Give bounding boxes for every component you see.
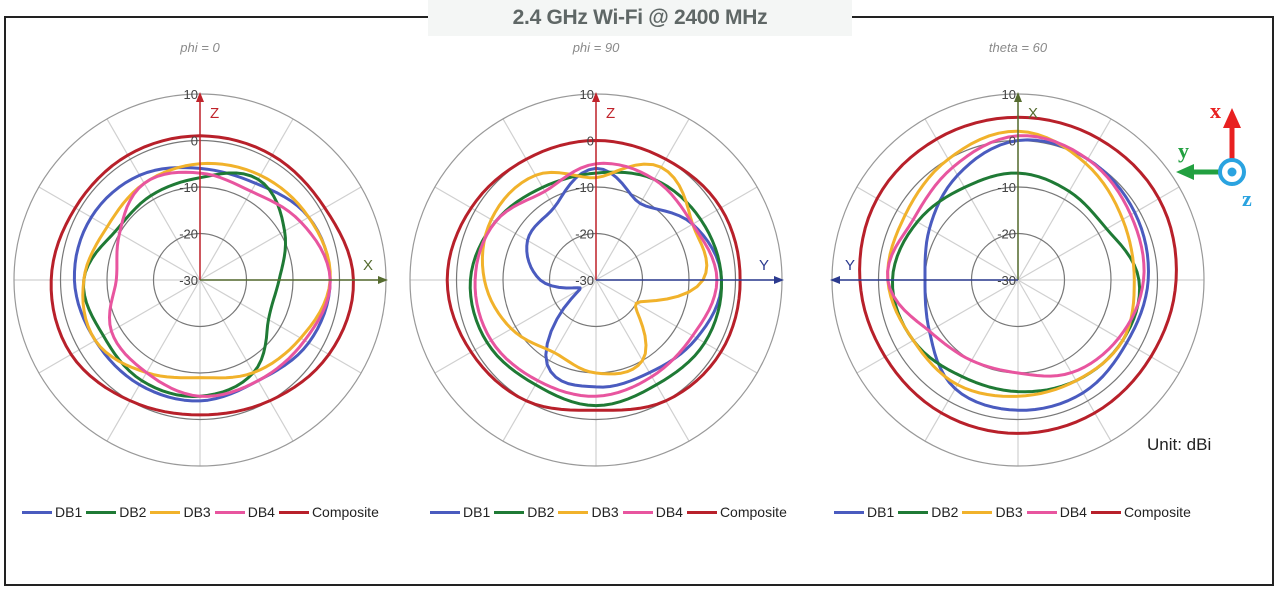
legend-swatch — [150, 510, 181, 514]
svg-text:z: z — [1242, 186, 1252, 208]
legend-swatch — [834, 510, 864, 514]
legend-label: DB4 — [1059, 504, 1087, 520]
legend-label: DB4 — [655, 504, 683, 520]
legend-label: DB2 — [119, 504, 147, 520]
legend-swatch — [430, 510, 460, 514]
legend-theta60: DB1 DB2 DB3 DB4 Composite — [834, 504, 1195, 520]
r-tick-label: 0 — [191, 134, 198, 149]
legend-item-composite: Composite — [1090, 504, 1191, 520]
series-db2 — [891, 171, 1142, 394]
legend-item-composite: Composite — [278, 504, 379, 520]
polar-chart-0: phi = 0 Z X -30 -20 -10 0 10 — [13, 40, 388, 467]
series-composite — [49, 134, 355, 417]
axis-label-side: Y — [759, 257, 769, 274]
series-db4 — [473, 161, 719, 398]
r-tick-label: -30 — [179, 273, 198, 288]
legend-item-db4: DB4 — [1026, 504, 1087, 520]
r-tick-label: 0 — [1009, 134, 1016, 149]
r-tick-label: -30 — [997, 273, 1016, 288]
legend-swatch — [622, 510, 653, 514]
legend-label: DB3 — [183, 504, 211, 520]
legend-label: DB1 — [867, 504, 895, 520]
axis-label-up: X — [1028, 105, 1038, 122]
legend-swatch — [1026, 510, 1057, 514]
chart-subtitle: phi = 90 — [572, 40, 620, 55]
legend-item-db1: DB1 — [834, 504, 894, 520]
series-db3 — [886, 129, 1136, 398]
r-tick-label: -30 — [575, 273, 594, 288]
axis-label-up: Z — [210, 105, 219, 122]
r-tick-label: -20 — [575, 227, 594, 242]
legend-label: DB4 — [247, 504, 275, 520]
series-db4 — [108, 170, 332, 398]
series-db4 — [886, 134, 1146, 378]
chart-subtitle: theta = 60 — [989, 40, 1048, 55]
series-composite — [858, 115, 1178, 435]
legend-item-db2: DB2 — [494, 504, 554, 520]
title-band: 2.4 GHz Wi-Fi @ 2400 MHz — [428, 0, 852, 36]
r-tick-label: -10 — [997, 180, 1016, 195]
legend-label: DB1 — [55, 504, 83, 520]
legend-phi90: DB1 DB2 DB3 DB4 Composite — [430, 504, 791, 520]
legend-item-db4: DB4 — [214, 504, 275, 520]
legend-item-db3: DB3 — [558, 504, 619, 520]
legend-item-db2: DB2 — [898, 504, 958, 520]
polar-chart-1: phi = 90 Z Y -30 -20 -10 0 10 — [409, 40, 784, 467]
r-tick-label: 10 — [580, 87, 594, 102]
svg-text:y: y — [1178, 138, 1189, 163]
legend-item-db3: DB3 — [150, 504, 211, 520]
legend-swatch — [494, 510, 525, 514]
r-tick-label: 10 — [1002, 87, 1016, 102]
axis-label-up: Z — [606, 105, 615, 122]
legend-swatch — [962, 510, 993, 514]
chart-subtitle: phi = 0 — [179, 40, 220, 55]
figure-title: 2.4 GHz Wi-Fi @ 2400 MHz — [512, 6, 768, 29]
legend-label: Composite — [719, 504, 787, 520]
axis-label-side: X — [363, 257, 373, 274]
svg-text:x: x — [1210, 98, 1221, 123]
legend-label: DB2 — [931, 504, 959, 520]
legend-item-db1: DB1 — [22, 504, 82, 520]
legend-label: DB1 — [463, 504, 491, 520]
legend-label: Composite — [1123, 504, 1191, 520]
r-tick-label: 10 — [184, 87, 198, 102]
legend-swatch — [1090, 510, 1121, 514]
series-db1 — [923, 138, 1150, 412]
legend-item-db4: DB4 — [622, 504, 683, 520]
legend-item-db2: DB2 — [86, 504, 146, 520]
r-tick-label: -20 — [997, 227, 1016, 242]
r-tick-label: 0 — [587, 134, 594, 149]
legend-item-db1: DB1 — [430, 504, 490, 520]
legend-label: DB3 — [995, 504, 1023, 520]
legend-swatch — [558, 510, 589, 514]
r-tick-label: -10 — [179, 180, 198, 195]
legend-label: Composite — [311, 504, 379, 520]
legend-swatch — [278, 510, 309, 514]
polar-chart-2: theta = 60 X Y -30 -20 -10 0 10 — [830, 40, 1205, 467]
legend-swatch — [86, 510, 117, 514]
axis-label-side: Y — [845, 257, 855, 274]
legend-label: DB3 — [591, 504, 619, 520]
legend-swatch — [214, 510, 245, 514]
r-tick-label: -20 — [179, 227, 198, 242]
series-composite — [445, 139, 742, 412]
unit-label: Unit: dBi — [1147, 435, 1212, 454]
legend-item-composite: Composite — [686, 504, 787, 520]
r-tick-label: -10 — [575, 180, 594, 195]
legend-label: DB2 — [527, 504, 555, 520]
legend-swatch — [22, 510, 52, 514]
legend-phi0: DB1 DB2 DB3 DB4 Composite — [22, 504, 383, 520]
legend-swatch — [686, 510, 717, 514]
coordinate-axes-icon: xy z — [1176, 98, 1252, 208]
legend-swatch — [898, 510, 929, 514]
series-db3 — [81, 161, 332, 380]
legend-item-db3: DB3 — [962, 504, 1023, 520]
